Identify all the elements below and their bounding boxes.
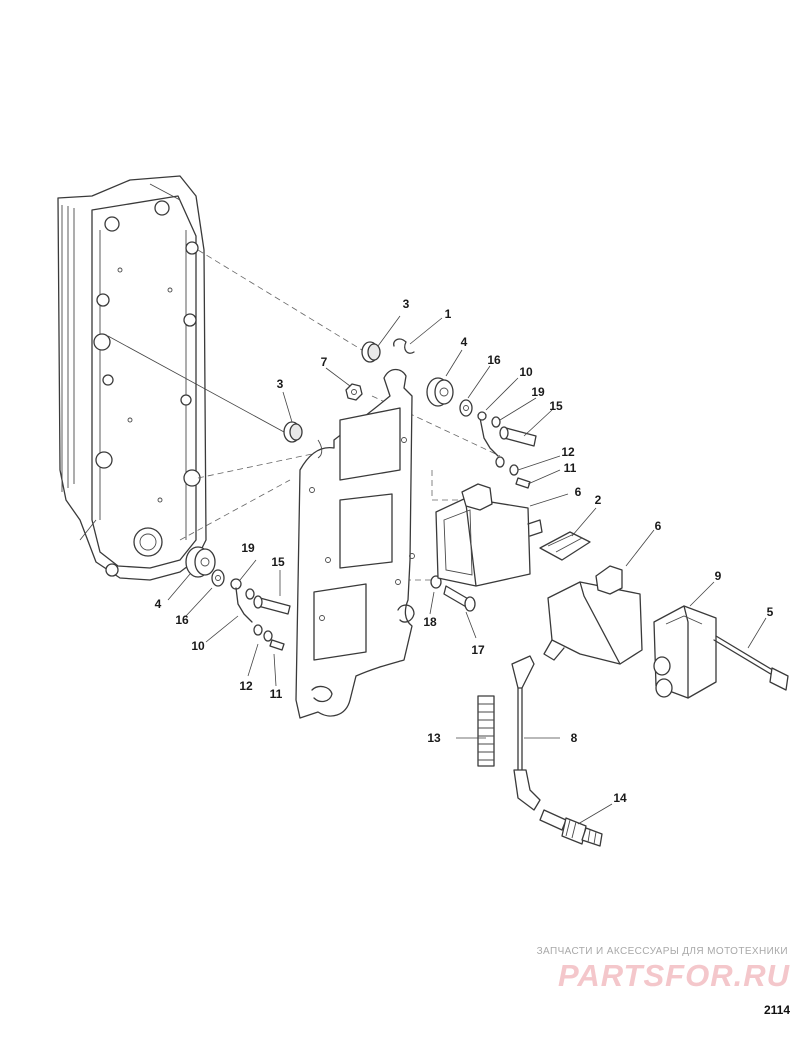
callout-4-upper: 4 [461, 335, 468, 349]
callout-3-lower: 3 [277, 377, 284, 391]
callout-3-upper: 3 [403, 297, 410, 311]
callout-16-lower: 16 [175, 613, 189, 627]
callout-9: 9 [715, 569, 722, 583]
callout-18: 18 [423, 615, 437, 629]
spark-plug-lead-part [511, 655, 541, 811]
callout-6-upper: 6 [575, 485, 582, 499]
lower-fastener-stack [185, 546, 291, 651]
sleeve-part [477, 695, 495, 767]
washer-bolt-part [430, 575, 476, 612]
callout-11-upper: 11 [564, 461, 577, 475]
watermark-logo: PARTSFOR.RU [557, 958, 790, 993]
callout-labels: 1 2 3 3 4 4 5 6 6 7 8 9 10 10 11 11 12 1… [155, 297, 774, 805]
leader-lines [167, 315, 767, 825]
mounting-plate-part [295, 338, 415, 719]
callout-16-upper: 16 [487, 353, 501, 367]
callout-12-upper: 12 [561, 445, 575, 459]
boot-connector-part [539, 531, 591, 561]
long-bolt-part [713, 635, 789, 691]
callout-15-lower: 15 [271, 555, 285, 569]
nut-part [345, 383, 363, 401]
engine-block-part [57, 175, 207, 581]
callout-19-upper: 19 [531, 385, 545, 399]
callout-11-lower: 11 [270, 687, 283, 701]
module-part [653, 605, 717, 699]
callout-15-upper: 15 [549, 399, 563, 413]
callout-17: 17 [471, 643, 485, 657]
callout-4-lower: 4 [155, 597, 162, 611]
callout-5: 5 [767, 605, 774, 619]
callout-8: 8 [571, 731, 578, 745]
callout-19-lower: 19 [241, 541, 255, 555]
callout-7: 7 [321, 355, 328, 369]
callout-1: 1 [445, 307, 452, 321]
callout-10-upper: 10 [519, 365, 533, 379]
figure-number: 2114 [763, 1003, 790, 1017]
upper-fastener-stack [426, 377, 537, 489]
callout-12-lower: 12 [239, 679, 253, 693]
callout-2: 2 [595, 493, 602, 507]
callout-6-lower: 6 [655, 519, 662, 533]
watermark-tagline: ЗАПЧАСТИ И АКСЕССУАРЫ ДЛЯ МОТОТЕХНИКИ [536, 946, 788, 957]
ignition-coil-upper-part [435, 483, 543, 587]
ignition-coil-lower-part [543, 565, 643, 665]
callout-10-lower: 10 [191, 639, 205, 653]
callout-13: 13 [427, 731, 441, 745]
callout-14: 14 [613, 791, 627, 805]
spark-plug-part [539, 809, 603, 847]
grommet-upper-part [361, 341, 381, 363]
grommet-lower-part [283, 421, 303, 443]
